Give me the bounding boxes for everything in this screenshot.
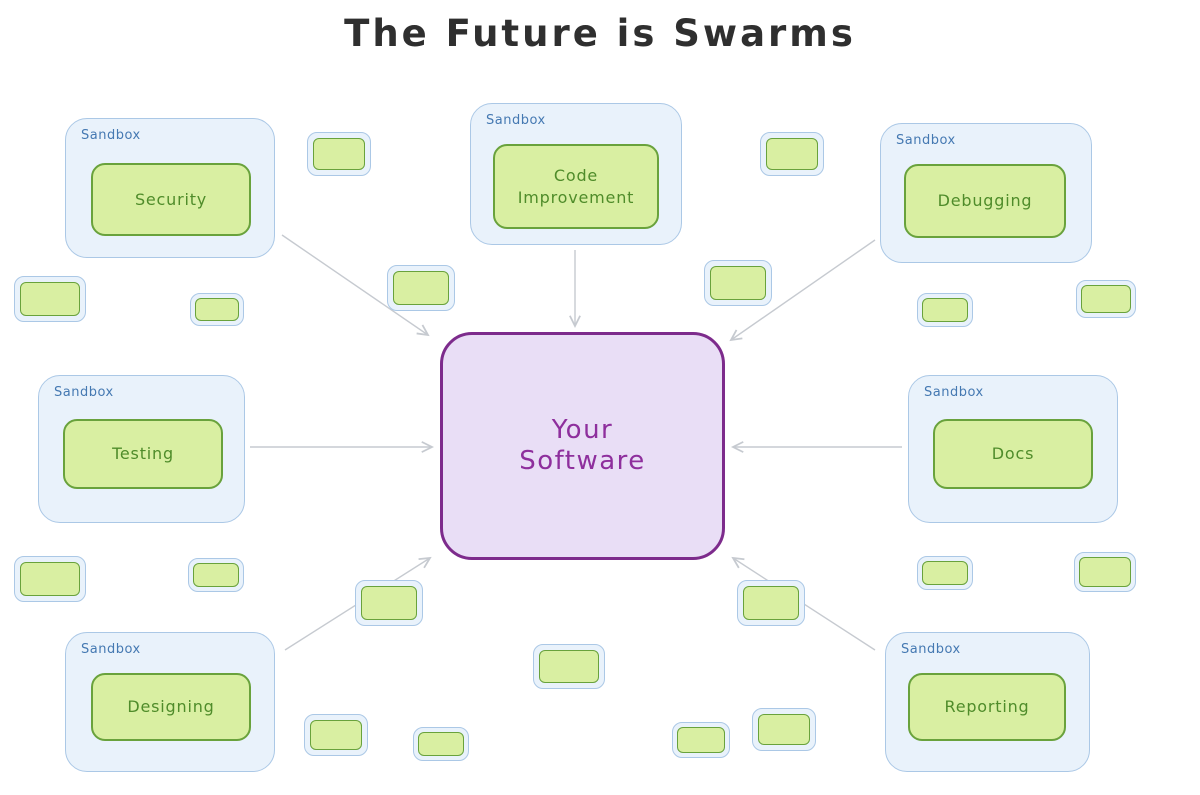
agent-box xyxy=(190,293,244,326)
center-label-line1: Your xyxy=(551,414,614,445)
sandbox-label: Sandbox xyxy=(486,113,546,128)
agent-box-fill xyxy=(361,586,417,620)
agent-box-fill xyxy=(743,586,799,620)
task-label: Code Improvement xyxy=(517,165,635,207)
agent-box-fill xyxy=(1079,557,1131,587)
task-box-reporting: Reporting xyxy=(908,673,1066,741)
agent-box xyxy=(917,293,973,327)
sandbox-security: Sandbox Security xyxy=(65,118,275,258)
agent-box xyxy=(737,580,805,626)
task-box-debugging: Debugging xyxy=(904,164,1066,238)
agent-box-fill xyxy=(193,563,239,587)
sandbox-testing: Sandbox Testing xyxy=(38,375,245,523)
agent-box xyxy=(387,265,455,311)
agent-box xyxy=(533,644,605,689)
task-label: Security xyxy=(134,189,208,209)
sandbox-designing: Sandbox Designing xyxy=(65,632,275,772)
agent-box xyxy=(672,722,730,758)
sandbox-label: Sandbox xyxy=(896,133,956,148)
agent-box-fill xyxy=(393,271,449,305)
task-label: Reporting xyxy=(944,697,1030,717)
agent-box xyxy=(14,276,86,322)
task-label: Testing xyxy=(112,444,174,464)
agent-box-fill xyxy=(1081,285,1131,313)
agent-box-fill xyxy=(539,650,599,683)
agent-box xyxy=(704,260,772,306)
task-label: Designing xyxy=(127,697,215,717)
agent-box-fill xyxy=(20,562,80,596)
agent-box-fill xyxy=(20,282,80,316)
agent-box-fill xyxy=(313,138,365,170)
agent-box-fill xyxy=(922,298,968,322)
agent-box xyxy=(760,132,824,176)
agent-box xyxy=(1076,280,1136,318)
task-box-designing: Designing xyxy=(91,673,251,741)
sandbox-label: Sandbox xyxy=(81,128,141,143)
sandbox-debugging: Sandbox Debugging xyxy=(880,123,1092,263)
agent-box-fill xyxy=(310,720,362,750)
agent-box-fill xyxy=(922,561,968,585)
arrow-debugging-to-center xyxy=(729,239,876,342)
sandbox-label: Sandbox xyxy=(901,642,961,657)
agent-box xyxy=(304,714,368,756)
page-title: The Future is Swarms xyxy=(344,12,856,55)
agent-box xyxy=(14,556,86,602)
agent-box xyxy=(188,558,244,592)
agent-box xyxy=(1074,552,1136,592)
task-label: Docs xyxy=(991,444,1035,464)
agent-box-fill xyxy=(758,714,810,745)
task-box-security: Security xyxy=(91,163,251,236)
agent-box-fill xyxy=(766,138,818,170)
agent-box-fill xyxy=(418,732,464,756)
agent-box-fill xyxy=(195,298,239,321)
task-label: Debugging xyxy=(937,191,1033,211)
agent-box xyxy=(307,132,371,176)
agent-box xyxy=(917,556,973,590)
sandbox-reporting: Sandbox Reporting xyxy=(885,632,1090,772)
task-box-docs: Docs xyxy=(933,419,1093,489)
task-box-code-improvement: Code Improvement xyxy=(493,144,659,229)
arrow-security-to-center xyxy=(281,234,430,337)
sandbox-label: Sandbox xyxy=(924,385,984,400)
sandbox-code-improvement: Sandbox Code Improvement xyxy=(470,103,682,245)
sandbox-docs: Sandbox Docs xyxy=(908,375,1118,523)
agent-box xyxy=(355,580,423,626)
sandbox-label: Sandbox xyxy=(54,385,114,400)
task-box-testing: Testing xyxy=(63,419,223,489)
sandbox-label: Sandbox xyxy=(81,642,141,657)
agent-box xyxy=(752,708,816,751)
agent-box-fill xyxy=(677,727,725,753)
agent-box xyxy=(413,727,469,761)
agent-box-fill xyxy=(710,266,766,300)
center-label-line2: Software xyxy=(519,446,646,476)
center-your-software-node: Your Software xyxy=(440,332,725,560)
